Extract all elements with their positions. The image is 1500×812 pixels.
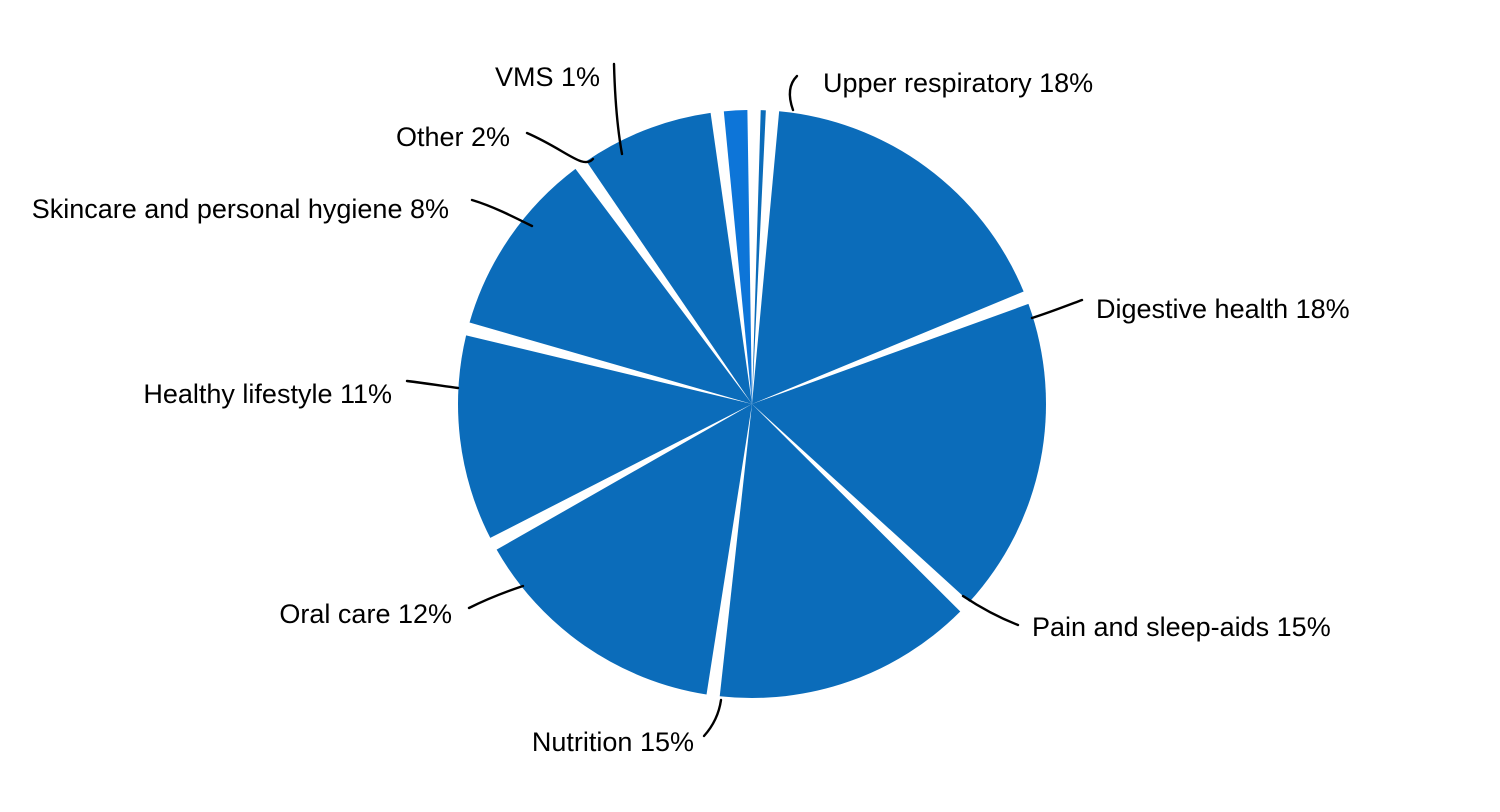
- leader-line-nutrition: [702, 698, 723, 738]
- pie-label-vms: VMS 1%: [494, 62, 600, 92]
- pie-slice-vms[interactable]: VMS 1%: [752, 110, 766, 404]
- pie-slice-nutrition[interactable]: Nutrition 15%: [496, 404, 752, 695]
- pie-label-skincare-and-personal-hygiene: Skincare and personal hygiene 8%: [31, 194, 449, 224]
- pie-label-nutrition: Nutrition 15%: [531, 727, 694, 757]
- leader-line-vms: [612, 62, 624, 156]
- pie-slice-healthy-lifestyle[interactable]: Healthy lifestyle 11%: [469, 168, 752, 404]
- pie-label-digestive-health: Digestive health 18%: [1096, 294, 1350, 324]
- pie-slice-digestive-health[interactable]: Digestive health 18%: [752, 303, 1046, 602]
- leader-line-other: [525, 131, 595, 164]
- leader-line-digestive-health: [1030, 298, 1084, 320]
- pie-slice-pain-and-sleep-aids[interactable]: Pain and sleep-aids 15%: [719, 404, 961, 698]
- pie-slices: Upper respiratory 18%Digestive health 18…: [457, 110, 1046, 698]
- pie-slice-skincare-and-personal-hygiene[interactable]: Skincare and personal hygiene 8%: [586, 112, 752, 405]
- pie-label-healthy-lifestyle: Healthy lifestyle 11%: [143, 379, 392, 409]
- leader-line-upper-respiratory: [788, 74, 799, 112]
- pie-slice-oral-care[interactable]: Oral care 12%: [457, 335, 752, 538]
- leader-line-oral-care: [467, 584, 525, 610]
- pie-slice-upper-respiratory[interactable]: Upper respiratory 18%: [752, 111, 1024, 404]
- pie-label-oral-care: Oral care 12%: [279, 599, 452, 629]
- pie-label-pain-and-sleep-aids: Pain and sleep-aids 15%: [1032, 612, 1331, 642]
- leader-lines: [405, 62, 1084, 738]
- pie-slice-other[interactable]: Other 2%: [723, 110, 752, 404]
- pie-label-upper-respiratory: Upper respiratory 18%: [823, 68, 1094, 98]
- leader-line-healthy-lifestyle: [405, 379, 460, 390]
- leader-line-skincare-and-personal-hygiene: [470, 198, 534, 228]
- leader-line-pain-and-sleep-aids: [961, 594, 1020, 627]
- pie-label-other: Other 2%: [395, 122, 510, 152]
